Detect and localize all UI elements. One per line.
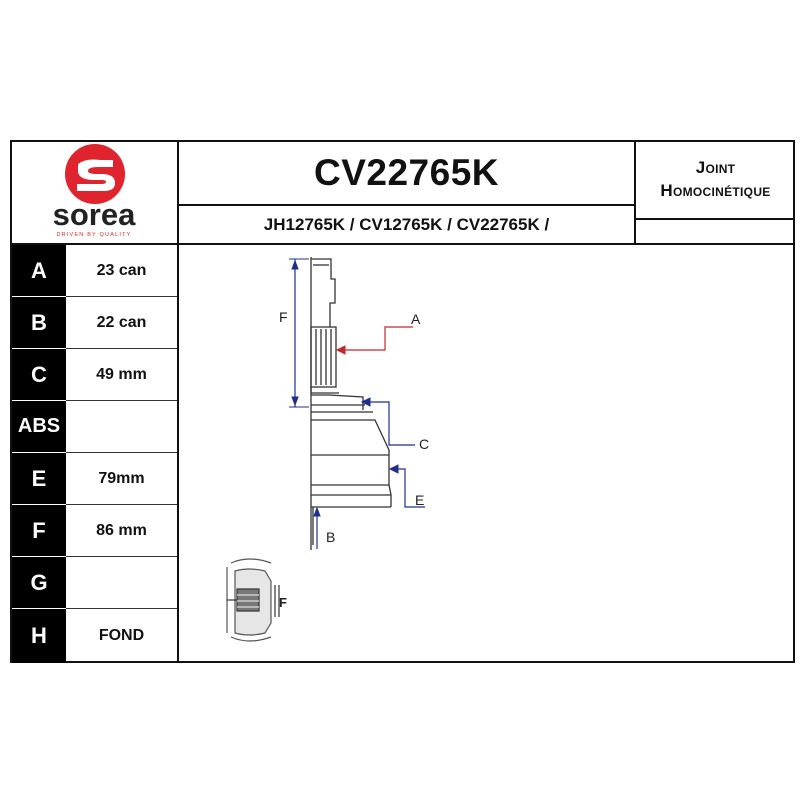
product-type: Joint Homocinétique	[636, 142, 795, 218]
product-type-line-2: Homocinétique	[660, 181, 771, 200]
spec-label: B	[12, 297, 66, 348]
spec-value: FOND	[98, 627, 145, 644]
brand-name: sorea	[53, 197, 136, 232]
spec-value: 86 mm	[96, 521, 147, 539]
dimension-e-arrow	[388, 464, 425, 508]
spec-row: H FOND	[12, 609, 177, 663]
row-divider	[66, 400, 177, 401]
technical-drawing: F A C E B	[179, 245, 795, 663]
divider	[12, 243, 795, 245]
brand-logo: sorea DRIVEN BY QUALITY	[12, 142, 177, 243]
part-number: CV22765K	[313, 152, 499, 193]
dimension-b-arrow	[313, 506, 321, 549]
spec-label: E	[12, 453, 66, 504]
spec-row: F 86 mm	[12, 505, 177, 557]
spec-value: 79mm	[98, 469, 145, 487]
product-type-line-1: Joint	[695, 158, 736, 178]
spec-value	[66, 557, 177, 608]
row-divider	[66, 348, 177, 349]
spec-value: 22 can	[96, 313, 147, 331]
divider	[177, 142, 179, 663]
logo-emblem-icon	[65, 144, 125, 204]
spec-label: ABS	[12, 401, 66, 452]
spec-value: 49 mm	[96, 365, 147, 383]
spec-row: A 23 can	[12, 245, 177, 297]
row-divider	[66, 504, 177, 505]
row-divider	[66, 452, 177, 453]
dimension-label-a: A	[411, 311, 421, 327]
spec-label: H	[12, 609, 66, 663]
spec-row: C 49 mm	[12, 349, 177, 401]
cross-references: JH12765K / CV12765K / CV22765K /	[263, 214, 550, 234]
dimension-label-f: F	[279, 309, 288, 325]
dimension-f	[289, 258, 309, 408]
spec-table: A 23 can B 22 can C 49 mm ABS E 79mm F 8…	[12, 245, 177, 663]
spec-label: C	[12, 349, 66, 400]
spec-row: B 22 can	[12, 297, 177, 349]
spec-row: ABS	[12, 401, 177, 453]
divider	[177, 204, 634, 206]
divider	[634, 142, 636, 245]
spec-label: G	[12, 557, 66, 608]
spec-value	[66, 401, 177, 452]
spec-row: E 79mm	[12, 453, 177, 505]
row-divider	[66, 296, 177, 297]
brand-tagline: DRIVEN BY QUALITY	[56, 232, 131, 238]
dimension-c-arrow	[360, 397, 415, 446]
spec-value: 23 can	[96, 261, 147, 279]
spec-row: G	[12, 557, 177, 609]
spec-label: A	[12, 245, 66, 296]
dimension-label-e: E	[415, 492, 424, 508]
row-divider	[66, 556, 177, 557]
inset-label-f: F	[279, 595, 287, 610]
row-divider	[66, 608, 177, 609]
dimension-label-c: C	[419, 436, 429, 452]
inset-detail-drawing	[226, 558, 280, 642]
dimension-label-b: B	[326, 529, 335, 545]
cv-joint-drawing	[310, 257, 392, 550]
spec-label: F	[12, 505, 66, 556]
divider	[634, 218, 795, 220]
product-sheet: sorea DRIVEN BY QUALITY CV22765K JH12765…	[10, 140, 795, 663]
dimension-a-arrow	[335, 326, 413, 355]
